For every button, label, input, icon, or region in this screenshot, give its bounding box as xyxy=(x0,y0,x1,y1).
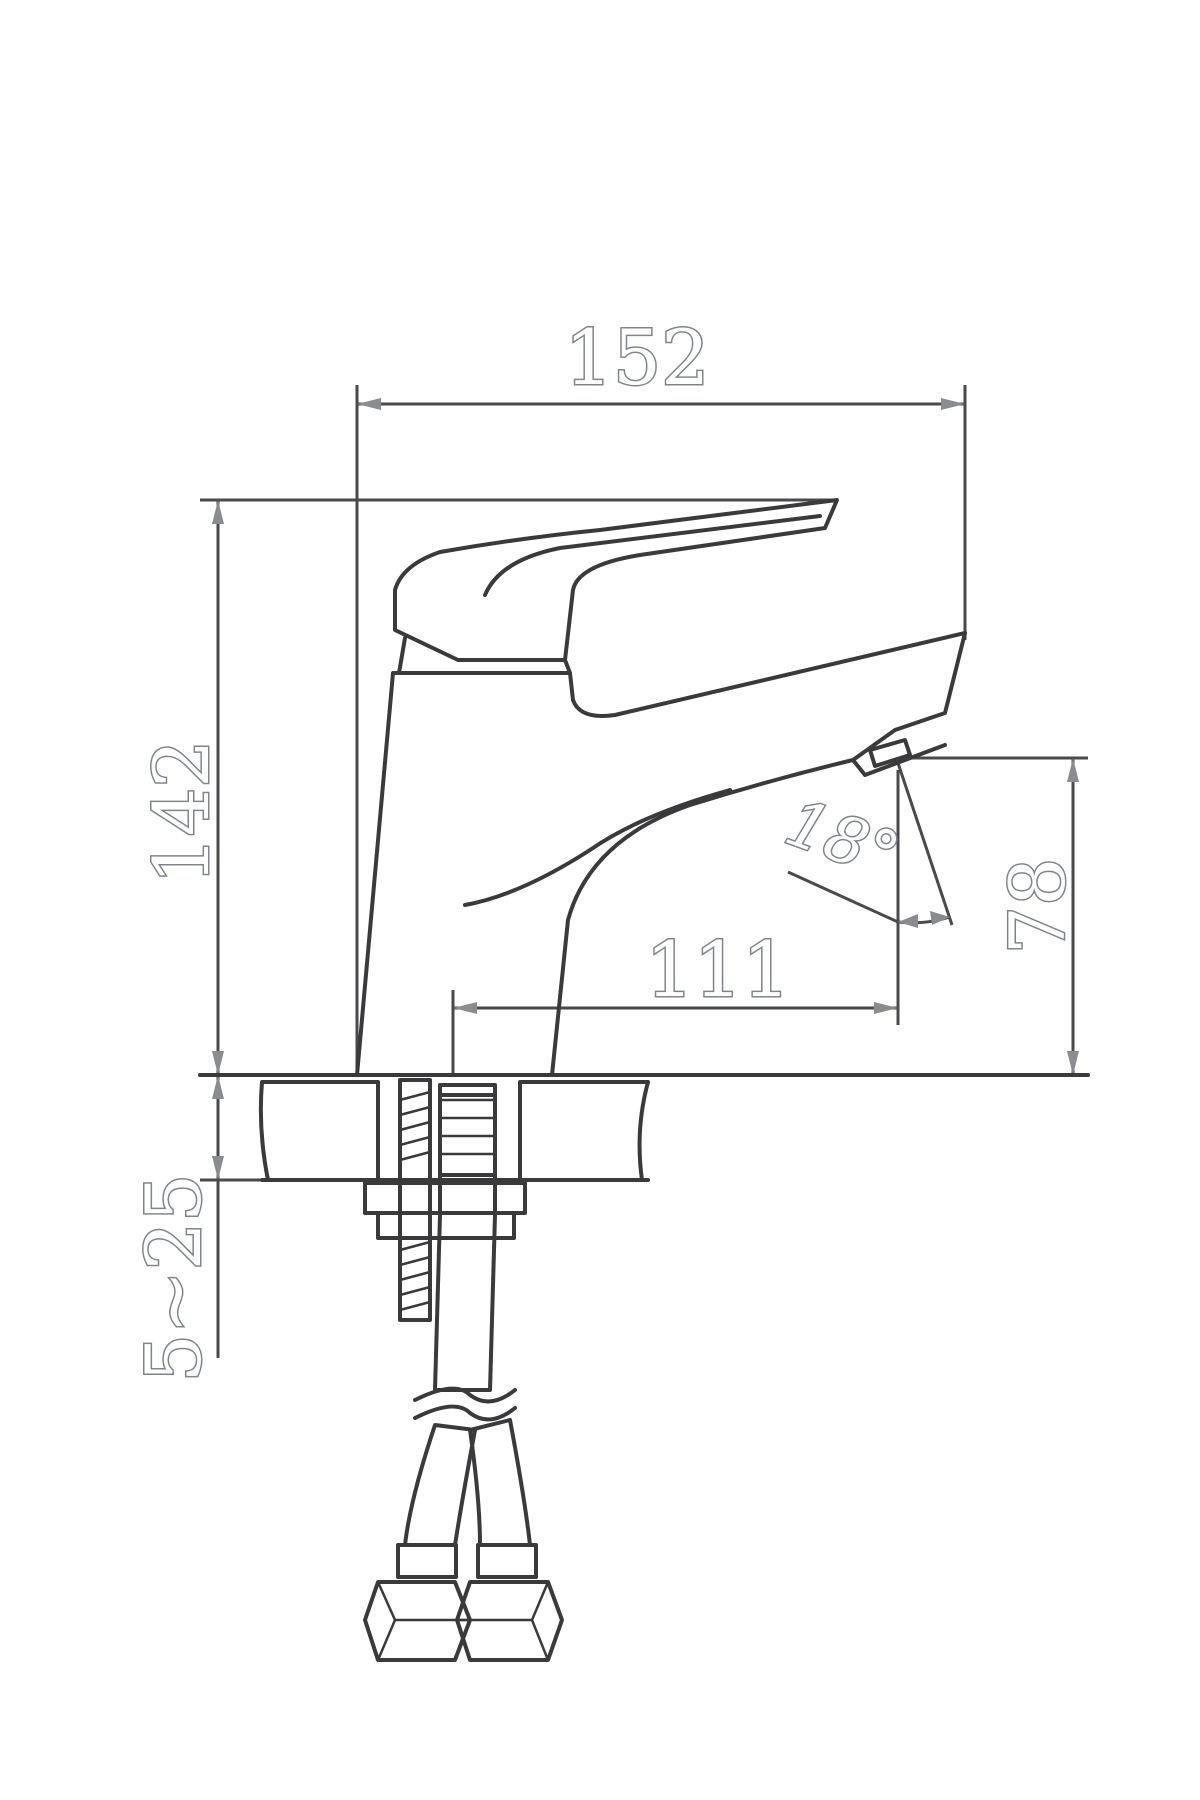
stud-thread xyxy=(398,1090,432,1312)
faucet-body xyxy=(198,631,1090,1077)
dimension-spout-height: 78 xyxy=(905,756,1088,1075)
dimension-counter-thickness: 5~25 xyxy=(128,1075,300,1384)
overall-height-label: 142 xyxy=(137,739,226,884)
hose-connector-thread xyxy=(438,1098,497,1156)
dimension-overall-height: 142 xyxy=(136,498,835,1075)
mounting-stud xyxy=(363,1078,527,1322)
counter-thickness-label: 5~25 xyxy=(129,1174,218,1383)
supply-hoses xyxy=(363,1083,564,1662)
spout-height-label: 78 xyxy=(993,858,1082,955)
overall-width-label: 152 xyxy=(564,313,709,402)
dimension-spout-angle: 18° xyxy=(775,762,954,928)
dimension-overall-width: 152 xyxy=(355,312,967,1075)
dimension-spout-reach: 111 xyxy=(451,770,900,1075)
spout-reach-label: 111 xyxy=(645,925,790,1014)
spout-angle-label: 18° xyxy=(776,786,908,894)
countertop-section xyxy=(258,1080,650,1182)
lever-handle xyxy=(393,498,839,675)
